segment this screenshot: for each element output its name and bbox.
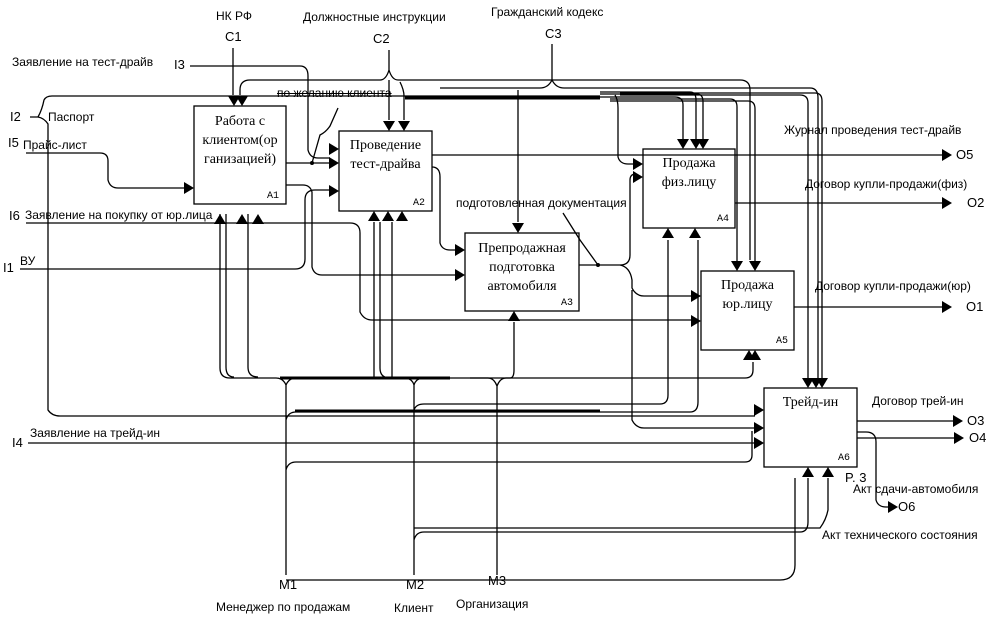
control-code-c1: C1 bbox=[225, 29, 242, 44]
label-by-client-wish: по желанию клиента bbox=[277, 86, 392, 100]
activity-box-a1[interactable] bbox=[193, 105, 287, 205]
activity-title-line: Проведение bbox=[349, 138, 422, 153]
activity-box-a3[interactable] bbox=[464, 232, 580, 312]
activity-box-a5[interactable] bbox=[700, 270, 795, 351]
arrow-c-to-a5 bbox=[610, 98, 756, 262]
input-label-i1: ВУ bbox=[20, 254, 36, 268]
mechanism-code-m3: M3 bbox=[488, 573, 507, 588]
output-code-o4: O4 bbox=[969, 430, 987, 445]
control-label-c2: Должностные инструкции bbox=[303, 10, 446, 24]
output-code-o2: O2 bbox=[967, 195, 985, 210]
arrow-m2 bbox=[379, 222, 809, 575]
input-label-i6: Заявление на покупку от юр.лица bbox=[25, 208, 213, 222]
activity-box-a2[interactable] bbox=[338, 130, 433, 212]
output-code-o3: O3 bbox=[967, 413, 985, 428]
mechanism-code-m2: M2 bbox=[406, 577, 425, 592]
a2-mech-lines bbox=[373, 222, 393, 378]
activity-title-line: Трейд-ин bbox=[782, 395, 839, 410]
arrow-m3 bbox=[470, 322, 515, 575]
activity-title-line: Работа с bbox=[214, 114, 266, 129]
arrow-a2-to-a3 bbox=[431, 166, 457, 251]
prepared-docs-leader bbox=[562, 212, 599, 266]
input-label-i3: Заявление на тест-драйв bbox=[12, 55, 154, 69]
output-code-o1: O1 bbox=[966, 299, 984, 314]
mechanism-code-m1: M1 bbox=[279, 577, 298, 592]
label-p3: P. 3 bbox=[845, 470, 867, 485]
activity-number-a4: A4 bbox=[717, 214, 730, 225]
label-tech-state-act: Акт технического состояния bbox=[822, 528, 978, 542]
arrow-a6-o4 bbox=[857, 431, 956, 508]
control-label-c3: Гражданский кодекс bbox=[491, 5, 604, 19]
activity-number-a3: A3 bbox=[561, 298, 574, 309]
control-label-c1: НК РФ bbox=[216, 9, 252, 23]
activity-box-a4[interactable] bbox=[642, 148, 736, 229]
arrow-c2 bbox=[239, 50, 751, 260]
output-label-o6: Акт сдачи-автомобиля bbox=[853, 482, 979, 496]
activity-title-a6: Трейд-ин bbox=[764, 393, 857, 412]
activity-title-line: автомобиля bbox=[487, 279, 557, 294]
arrow-c3 bbox=[440, 44, 819, 380]
activity-number-a5: A5 bbox=[776, 336, 789, 347]
input-code-i5: I5 bbox=[8, 135, 19, 150]
control-code-c3: C3 bbox=[545, 26, 562, 41]
tech-act-line bbox=[414, 478, 829, 529]
output-label-o5: Журнал проведения тест-драйв bbox=[784, 123, 962, 137]
input-code-i2: I2 bbox=[10, 109, 21, 124]
by-client-wish-leader bbox=[311, 107, 339, 164]
activity-title-a2: Проведение тест-драйва bbox=[339, 136, 432, 174]
output-label-o2: Договор купли-продажи(физ) bbox=[805, 177, 968, 191]
arrow-i2 bbox=[30, 95, 755, 417]
input-code-i3: I3 bbox=[174, 57, 185, 72]
input-code-i4: I4 bbox=[12, 435, 23, 450]
mech-bottom-line bbox=[286, 478, 796, 581]
activity-title-line: подготовка bbox=[489, 260, 555, 275]
activity-title-line: физ.лицу bbox=[661, 175, 717, 190]
input-label-i2: Паспорт bbox=[48, 110, 95, 124]
activity-title-a5: Продажа юр.лицу bbox=[701, 276, 794, 314]
control-code-c2: C2 bbox=[373, 31, 390, 46]
activity-title-a4: Продажа физ.лицу bbox=[643, 154, 735, 192]
activity-number-a2: A2 bbox=[413, 198, 426, 209]
activity-title-line: клиентом(ор bbox=[202, 133, 278, 148]
activity-title-line: Продажа bbox=[662, 156, 716, 171]
arrow-i5 bbox=[26, 152, 186, 189]
output-label-o3: Договор трей-ин bbox=[872, 394, 964, 408]
output-label-o1: Договор купли-продажи(юр) bbox=[815, 279, 971, 293]
activity-title-line: юр.лицу bbox=[722, 297, 773, 312]
input-code-i1: I1 bbox=[3, 260, 14, 275]
output-code-o6: O6 bbox=[898, 499, 916, 514]
arrow-c-to-a6 bbox=[620, 92, 823, 380]
label-prepared-docs: подготовленная документация bbox=[456, 196, 627, 210]
input-label-i4: Заявление на трейд-ин bbox=[30, 426, 161, 440]
arrow-i6 bbox=[26, 222, 693, 321]
input-code-i6: I6 bbox=[9, 208, 20, 223]
arrow-i3 bbox=[190, 65, 330, 159]
activity-title-line: Препродажная bbox=[478, 241, 566, 256]
activity-title-a3: Препродажная подготовка автомобиля bbox=[465, 239, 579, 296]
activity-number-a6: A6 bbox=[838, 453, 851, 464]
activity-title-line: тест-драйва bbox=[350, 157, 421, 172]
activity-title-line: Продажа bbox=[721, 278, 774, 293]
arrow-a2-to-a4 bbox=[614, 94, 635, 165]
mechanism-label-m3: Организация bbox=[456, 597, 529, 611]
activity-title-line: ганизацией) bbox=[203, 152, 277, 167]
mechanism-label-m1: Менеджер по продажам bbox=[216, 600, 351, 614]
activity-box-a6[interactable] bbox=[763, 387, 858, 468]
mechanism-label-m2: Клиент bbox=[394, 601, 434, 615]
input-label-i5: Прайс-лист bbox=[23, 138, 87, 152]
activity-number-a1: A1 bbox=[267, 191, 280, 202]
activity-title-a1: Работа с клиентом(ор ганизацией) bbox=[194, 112, 286, 169]
output-code-o5: O5 bbox=[956, 147, 974, 162]
